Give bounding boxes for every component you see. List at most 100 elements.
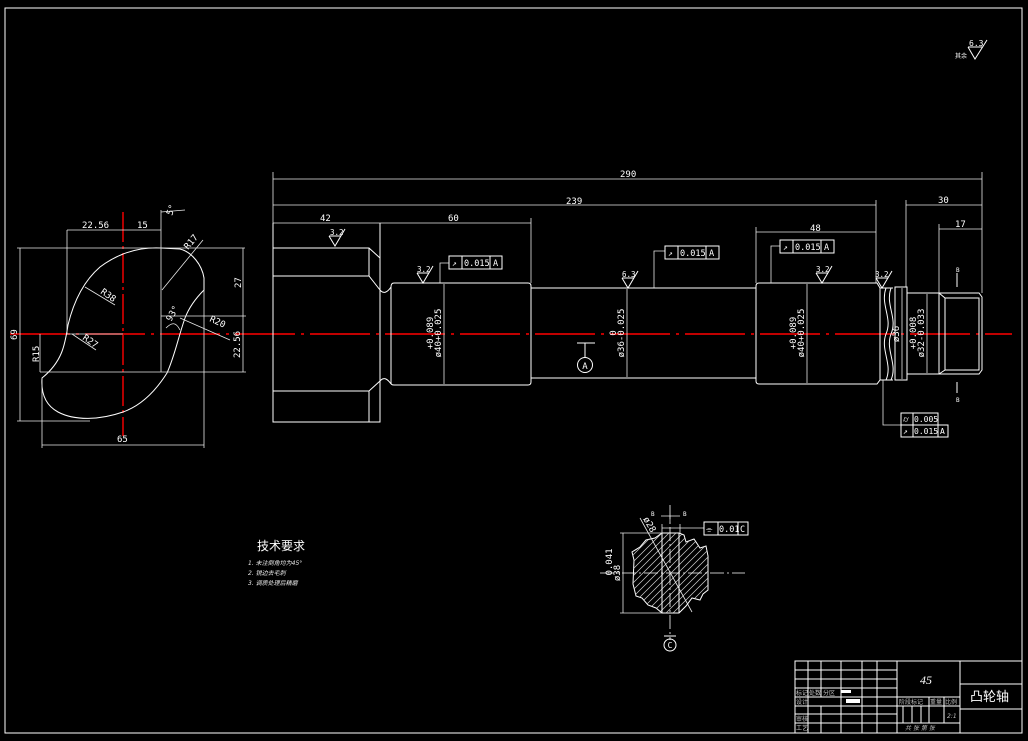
- hatch-line: [662, 533, 708, 613]
- roughness-mark-flange: 3.2: [328, 228, 346, 247]
- roughness-value: 3.2: [816, 265, 830, 274]
- section-label-left: B: [651, 511, 655, 518]
- label-scale: 比例: [945, 698, 957, 706]
- datum-c-symbol: C: [663, 635, 677, 652]
- dim-42: 42: [320, 214, 331, 224]
- shaft-segment-5-outline: [907, 292, 940, 375]
- label-mark: 标记: [796, 689, 808, 697]
- frame-box: [703, 521, 749, 536]
- drawing-frame: [4, 7, 1023, 734]
- tech-requirement-item: 1. 未注倒角均为45°: [248, 559, 302, 567]
- frame-leader: [439, 262, 449, 283]
- scale-value: 2:1: [947, 713, 957, 720]
- cam-dim-65: 65: [117, 435, 128, 445]
- frame-leader: [882, 380, 901, 426]
- cylindricity-value: 0.005: [914, 415, 938, 424]
- section-label-right: B: [683, 511, 687, 518]
- general-roughness-value: 6.3: [969, 39, 984, 48]
- cam-profile-outline: [41, 247, 205, 419]
- shaft-flange-outline: [272, 223, 381, 423]
- sheet-info: 共 张 第 张: [905, 724, 936, 732]
- shaft-dimension-lines: [272, 172, 983, 293]
- label-review: 审核: [796, 715, 808, 723]
- runout-icon: ↗: [783, 243, 788, 252]
- shaft-thread-end-outline: [938, 292, 983, 375]
- title-block[interactable]: 标记 处数 分区 设计 审核 工艺 阶段标记 重量 比例 2:1 共 张 第 张…: [794, 660, 1023, 734]
- frame-dividers: [677, 246, 707, 259]
- datum-bar: [577, 342, 595, 357]
- roughness-value: 6.3: [622, 270, 636, 279]
- frame-datum: A: [824, 243, 829, 253]
- title-block-grid: [795, 661, 1022, 733]
- hatch-line: [632, 533, 673, 613]
- seg5-diameter: ø32-0.033: [917, 309, 927, 358]
- seg4-diameter: ø40+0.025: [797, 309, 807, 358]
- frame-datum: A: [493, 259, 498, 269]
- seg2-diameter: ø40+0.025: [434, 309, 444, 358]
- cylindricity-icon: ⌭: [903, 415, 909, 424]
- roughness-value: 3.2: [875, 270, 889, 279]
- runout-datum: A: [940, 427, 945, 436]
- frame-leader: [653, 250, 665, 288]
- shaft-segment-3-outline: [531, 287, 756, 379]
- seg5-diameter-upper-tol: +0.008: [909, 317, 919, 350]
- roughness-symbol-icon: [416, 265, 434, 284]
- dim-17: 17: [955, 220, 966, 230]
- hatch-line: [632, 533, 694, 613]
- label-count: 处数: [809, 689, 821, 697]
- general-roughness-note: 其余 6.3: [955, 39, 988, 60]
- title-block-mark-bar: [841, 690, 851, 693]
- cam-dim-22-56-top: 22.56: [82, 221, 109, 231]
- cam-dimension-lines: [17, 210, 246, 448]
- runout-icon: ↗: [903, 427, 908, 436]
- seg3-diameter: ø36-0.025: [617, 309, 627, 358]
- section-diameter-label: ø38: [613, 565, 623, 581]
- seg2-diameter-upper-tol: +0.089: [426, 317, 436, 350]
- diameter-38-dim-lines: [620, 532, 662, 614]
- title-block-mark-bar: [846, 699, 860, 703]
- roughness-mark-neck: 3.2: [875, 270, 893, 289]
- section-mark-top: B: [956, 267, 960, 274]
- label-process: 工艺: [796, 724, 808, 732]
- cam-radius-r15: R15: [32, 346, 42, 362]
- cam-profile-view[interactable]: 22.56 15 5° R17 27 R38 69 R20 93° R27 22…: [10, 203, 1012, 448]
- seg4-diameter-upper-tol: +0.089: [789, 317, 799, 350]
- frame-leader: [770, 245, 780, 283]
- runout-frame-seg3: ↗ 0.015 A: [653, 245, 720, 288]
- runout-frame-box: [900, 424, 949, 438]
- section-cut-marks: B B: [956, 267, 960, 404]
- frame-value: 0.015: [464, 259, 490, 269]
- label-zone: 分区: [823, 689, 835, 697]
- roughness-symbol-icon: [815, 265, 833, 284]
- roughness-value: 3.2: [330, 228, 344, 237]
- section-diameter-tolerance: 0.041: [605, 548, 615, 575]
- frame-datum: C: [740, 525, 745, 535]
- frame-datum: A: [709, 249, 714, 259]
- symmetry-frame: ⌯ 0.01 C: [703, 521, 749, 536]
- shaft-groove-outline: [379, 286, 392, 385]
- dim-30: 30: [938, 196, 949, 206]
- dim-total-290: 290: [620, 170, 636, 180]
- frame-box: [664, 245, 720, 260]
- runout-value: 0.015: [914, 427, 938, 436]
- roughness-symbol-icon: [967, 39, 988, 60]
- cam-angle-5: 5°: [165, 203, 178, 217]
- shaft-main-view[interactable]: 290 239 42 60 48 30 17 +0.089 ø40+0.025 …: [272, 170, 983, 438]
- general-roughness-prefix: 其余: [955, 52, 967, 60]
- dim-239: 239: [566, 197, 582, 207]
- neck-diameter: ø36: [892, 326, 902, 342]
- roughness-symbol-icon: [621, 270, 639, 289]
- spline-section-outline: [631, 532, 709, 614]
- roughness-value: 3.2: [417, 265, 431, 274]
- roughness-mark-seg2: 3.2: [416, 265, 434, 284]
- frame-dividers: [717, 522, 739, 535]
- label-weight: 重量: [930, 698, 942, 706]
- datum-a-symbol: A: [577, 342, 595, 373]
- part-name: 凸轮轴: [970, 690, 1009, 705]
- frame-dividers: [792, 240, 822, 253]
- shaft-diameter-dim-lines: [443, 284, 928, 384]
- dim-48: 48: [810, 224, 821, 234]
- runout-frame-seg2: ↗ 0.015 A: [439, 255, 503, 283]
